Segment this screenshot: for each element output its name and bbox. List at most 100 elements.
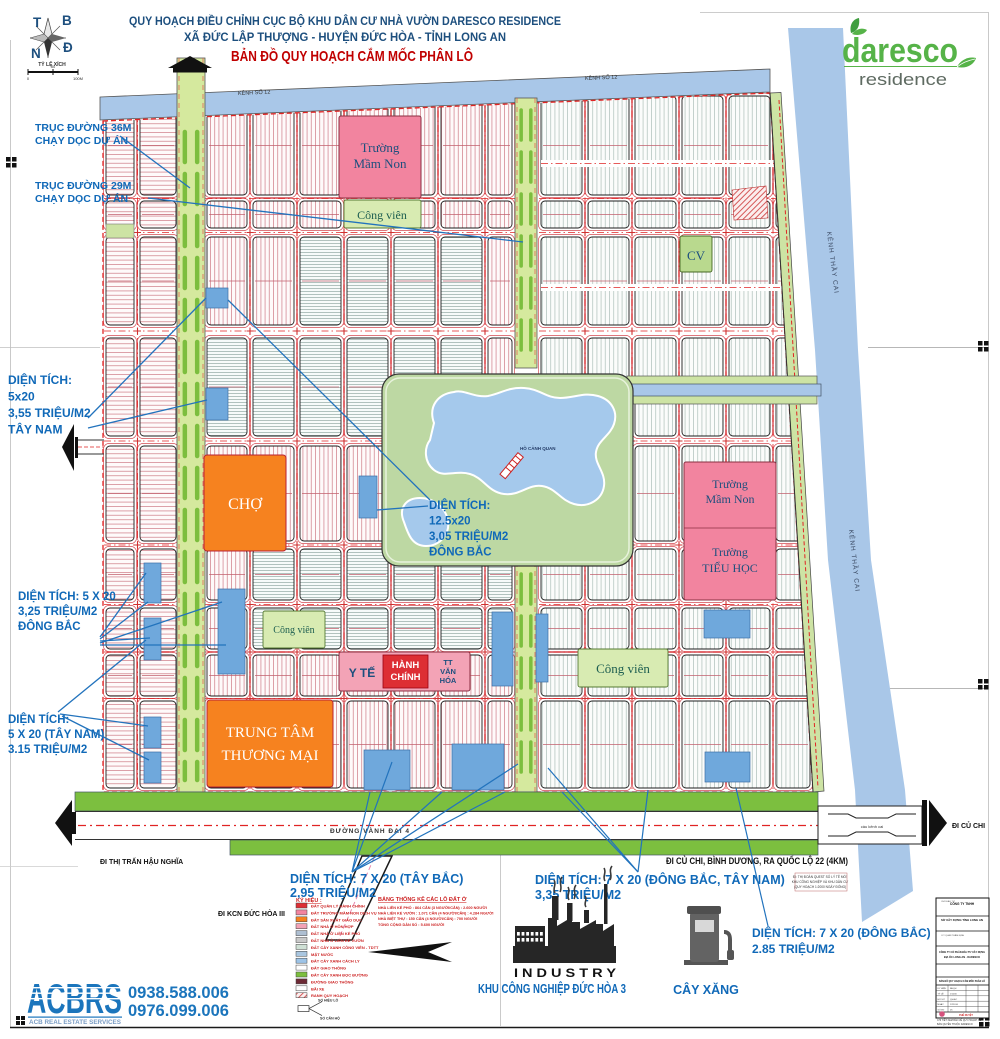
svg-text:ĐI CỦ CHI: ĐI CỦ CHI [952,821,985,830]
svg-text:CƠ QUAN THẨM ĐỊNH: CƠ QUAN THẨM ĐỊNH [941,934,965,937]
svg-text:CHÍNH: CHÍNH [390,672,420,683]
svg-text:KÊNH SỐ 12: KÊNH SỐ 12 [585,73,618,82]
svg-text:CÔNG TY CỔ PHẦN ĐẦU TƯ XÂY DỰN: CÔNG TY CỔ PHẦN ĐẦU TƯ XÂY DỰNG [939,949,985,954]
svg-text:(QUY HOẠCH 1:2000 NGÀY ĐÓNG): (QUY HOẠCH 1:2000 NGÀY ĐÓNG) [794,884,846,889]
svg-text:DIỆN TÍCH: 7 X 20 (ĐÔNG BẮC): DIỆN TÍCH: 7 X 20 (ĐÔNG BẮC) [752,925,931,940]
svg-text:Trường: Trường [361,140,400,155]
svg-text:TÂY NAM: TÂY NAM [8,422,62,437]
svg-text:BẢN ĐỒ QUY HOẠCH CẮM MỐC PHÂN: BẢN ĐỒ QUY HOẠCH CẮM MỐC PHÂN LÔ [231,47,473,65]
svg-text:ACB REAL ESTATE SERVICES: ACB REAL ESTATE SERVICES [29,1020,121,1026]
svg-text:3,05 TRIỆU/M2: 3,05 TRIỆU/M2 [429,530,508,543]
svg-text:12/2010: 12/2010 [950,1004,959,1006]
svg-text:BĐQH: BĐQH [950,988,957,990]
svg-text:ĐƯỜNG VÀNH ĐAI 4: ĐƯỜNG VÀNH ĐAI 4 [330,826,410,835]
svg-text:1/1000: 1/1000 [950,993,957,995]
svg-text:KHU CÔNG NGHIỆP VÀ KHU DÂN CƯ: KHU CÔNG NGHIỆP VÀ KHU DÂN CƯ [792,879,849,884]
svg-text:05: 05 [950,1010,953,1012]
svg-text:ĐÔNG BẮC: ĐÔNG BẮC [18,620,81,633]
svg-text:HỒ SƠ: HỒ SƠ [938,998,945,1001]
svg-text:THƯƠNG MẠI: THƯƠNG MẠI [221,748,318,764]
svg-text:residence: residence [859,71,947,89]
svg-text:0976.099.006: 0976.099.006 [128,1002,229,1020]
svg-text:KÊNH SỐ 12: KÊNH SỐ 12 [238,88,271,97]
svg-text:SỐ CĂN HỘ: SỐ CĂN HỘ [320,1016,340,1021]
svg-text:3.15 TRIỆU/M2: 3.15 TRIỆU/M2 [8,743,87,756]
svg-text:Công viên: Công viên [596,661,650,676]
svg-text:CHẠY DỌC DỰ ÁN: CHẠY DỌC DỰ ÁN [35,192,128,205]
svg-text:cầu kênh cai: cầu kênh cai [861,824,884,829]
svg-text:Mầm Non: Mầm Non [353,156,407,171]
svg-text:2,95 TRIỆU/M2: 2,95 TRIỆU/M2 [290,885,376,900]
svg-text:DIỆN TÍCH:: DIỆN TÍCH: [429,499,490,512]
svg-text:BẢN QUYỀN THUỘC DARESCO: BẢN QUYỀN THUỘC DARESCO [937,1023,973,1026]
svg-text:TIỂU HỌC: TIỂU HỌC [702,560,758,575]
svg-text:5x20: 5x20 [8,390,35,404]
svg-text:CHI TIẾT XEM BẢN VẼ QUY HOẠCH: CHI TIẾT XEM BẢN VẼ QUY HOẠCH SỐ [937,1019,982,1022]
svg-text:TỶ LỆ XÍCH: TỶ LỆ XÍCH [38,60,66,68]
svg-text:PHÊ DUYỆT: PHÊ DUYỆT [959,1014,973,1017]
svg-text:3,25 TRIỆU/M2: 3,25 TRIỆU/M2 [18,605,97,618]
svg-text:TRUNG TÂM: TRUNG TÂM [226,724,314,741]
svg-text:daresco: daresco [842,32,958,70]
svg-text:KÝ HIỆU: KÝ HIỆU [938,987,947,990]
svg-text:T: T [33,15,42,30]
svg-text:HÓA: HÓA [440,676,457,685]
svg-text:HÀNH: HÀNH [392,660,420,671]
svg-text:TỶ LỆ: TỶ LỆ [938,992,945,995]
svg-text:3,35 TRIỆU/M2: 3,35 TRIỆU/M2 [535,887,621,902]
svg-text:KÝ HIỆU :: KÝ HIỆU : [296,896,322,904]
svg-text:NHÀ LIÊN KẾ VƯỜN : 1.071 CĂN (: NHÀ LIÊN KẾ VƯỜN : 1.071 CĂN (4 NGƯỜI/CĂ… [378,911,493,916]
svg-text:DIỆN TÍCH: 7 X 20 (ĐÔNG BẮC,: DIỆN TÍCH: 7 X 20 (ĐÔNG BẮC, TÂY NAM) [535,872,785,887]
svg-text:ĐẤT GIAO THÔNG: ĐẤT GIAO THÔNG [311,966,346,971]
svg-text:ĐI: THỊ ĐOÀN QUEST SỐ LÝ TÊ MỚ: ĐI: THỊ ĐOÀN QUEST SỐ LÝ TÊ MỚI [793,874,847,879]
svg-text:ĐI THỊ TRẤN HẬU NGHĨA: ĐI THỊ TRẤN HẬU NGHĨA [100,856,183,866]
svg-text:ĐẤT NHÀ Ở LIỀN KẾ VƯỜN: ĐẤT NHÀ Ở LIỀN KẾ VƯỜN [311,938,364,943]
svg-text:BÃI XE: BÃI XE [311,986,325,991]
svg-text:ĐẤT NHÀ Ở HỖN HỢP: ĐẤT NHÀ Ở HỖN HỢP [311,924,354,929]
svg-text:SỐ HIỆU LÔ: SỐ HIỆU LÔ [318,998,339,1003]
svg-text:Trường: Trường [712,545,748,559]
svg-text:CHẠY DỌC DỰ ÁN: CHẠY DỌC DỰ ÁN [35,134,128,147]
svg-text:ĐI CỦ CHI, BÌNH DƯƠNG, RA QUỐC: ĐI CỦ CHI, BÌNH DƯƠNG, RA QUỐC LỘ 22 (4K… [666,855,848,866]
svg-text:DIỆN TÍCH: 5 X 20: DIỆN TÍCH: 5 X 20 [18,590,116,603]
svg-text:SỞ XÂY DỰNG TỈNH LONG AN: SỞ XÂY DỰNG TỈNH LONG AN [941,917,983,922]
svg-text:ĐƯỜNG GIAO THÔNG: ĐƯỜNG GIAO THÔNG [311,979,354,984]
svg-text:12.5x20: 12.5x20 [429,516,471,528]
svg-text:ĐẤT TRƯỜNG MẦM NON DỊCH VỤ: ĐẤT TRƯỜNG MẦM NON DỊCH VỤ [311,910,377,915]
svg-text:Trường: Trường [712,477,748,491]
svg-text:TỔNG CỘNG DÂN SỐ : 5.600 NGƯỜI: TỔNG CỘNG DÂN SỐ : 5.600 NGƯỜI [378,922,444,927]
svg-text:ĐỊA ỐC LONG AN - DARESCO: ĐỊA ỐC LONG AN - DARESCO [944,954,980,959]
svg-text:ĐẤT QUẢN LÝ HÀNH CHÍNH: ĐẤT QUẢN LÝ HÀNH CHÍNH [311,904,365,909]
svg-text:Công viên: Công viên [357,208,407,222]
svg-text:ĐẤT CÂY XANH CÁCH LY: ĐẤT CÂY XANH CÁCH LY [311,959,360,964]
svg-text:VĂN: VĂN [440,667,456,676]
svg-text:0938.588.006: 0938.588.006 [128,984,229,1002]
svg-text:DIỆN TÍCH: 7 X 20 (TÂY BẮC): DIỆN TÍCH: 7 X 20 (TÂY BẮC) [290,871,463,886]
svg-text:XÃ ĐỨC LẬP THƯỢNG - HUYỆN ĐỨC: XÃ ĐỨC LẬP THƯỢNG - HUYỆN ĐỨC HÒA - TỈNH… [184,31,506,44]
svg-text:Y TẾ: Y TẾ [349,665,375,680]
svg-text:Đ: Đ [63,40,73,55]
svg-text:CHỢ: CHỢ [228,496,263,513]
svg-text:0: 0 [27,76,30,81]
svg-text:CV: CV [687,248,706,263]
svg-text:SỐ BV: SỐ BV [938,1009,945,1012]
svg-text:CÔNG TY TNHH: CÔNG TY TNHH [950,901,975,906]
svg-text:ĐẤT CÂY XANH CÔNG VIÊN - TDTT: ĐẤT CÂY XANH CÔNG VIÊN - TDTT [311,945,379,950]
svg-text:QH-ĐC: QH-ĐC [950,999,958,1001]
svg-text:NGÀY: NGÀY [938,1003,945,1006]
svg-text:100M: 100M [73,76,83,81]
svg-text:CÂY XĂNG: CÂY XĂNG [673,982,739,997]
svg-text:DIỆN TÍCH:: DIỆN TÍCH: [8,372,72,387]
svg-text:DIỆN TÍCH:: DIỆN TÍCH: [8,713,69,726]
svg-text:I N D U S T R Y: I N D U S T R Y [514,966,616,980]
svg-text:BẢN ĐỒ QUY HOẠCH CẮM MỐC PHÂN: BẢN ĐỒ QUY HOẠCH CẮM MỐC PHÂN LÔ [939,980,985,983]
svg-text:50: 50 [51,64,56,69]
svg-text:TRỤC ĐƯỜNG 29M: TRỤC ĐƯỜNG 29M [35,179,132,192]
svg-text:5 X 20 (TÂY NAM): 5 X 20 (TÂY NAM) [8,728,104,741]
svg-text:ĐI KCN ĐỨC HÒA III: ĐI KCN ĐỨC HÒA III [218,909,285,918]
svg-text:TT: TT [443,658,453,667]
svg-text:3,55 TRIỆU/M2: 3,55 TRIỆU/M2 [8,405,91,420]
svg-text:2.85 TRIỆU/M2: 2.85 TRIỆU/M2 [752,941,835,956]
svg-text:TRỤC ĐƯỜNG 36M: TRỤC ĐƯỜNG 36M [35,121,132,134]
svg-text:ĐẤT CÂY XANH ĐỌC ĐƯỜNG: ĐẤT CÂY XANH ĐỌC ĐƯỜNG [311,973,368,978]
